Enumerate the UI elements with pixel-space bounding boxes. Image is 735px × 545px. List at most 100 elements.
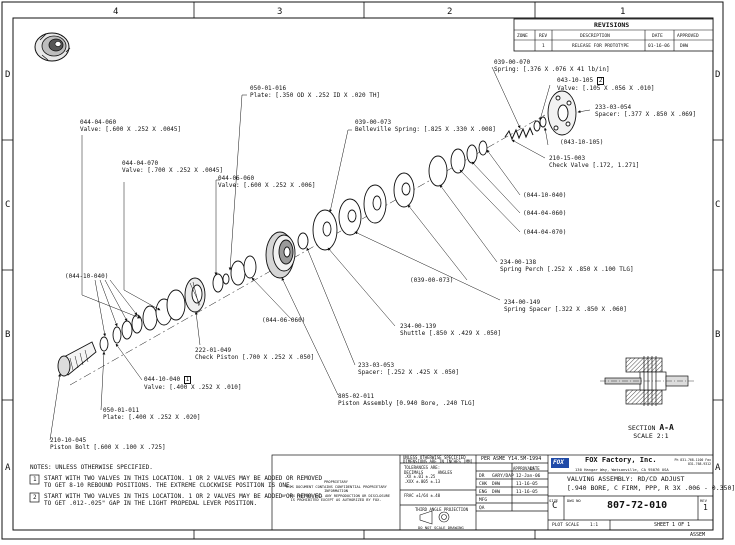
tb-title-line2: [.940 BORE, C FIRM, PPP, R 3X .006 - 0.3… bbox=[567, 484, 735, 492]
qty-box: 1 bbox=[183, 376, 192, 384]
note-line: TO GET .012-.025" GAP IN THE LIGHT PROPE… bbox=[44, 500, 258, 507]
callout-043-10-105-ref: (043-10-105) bbox=[560, 139, 603, 146]
zone-row-label: A bbox=[5, 463, 11, 473]
part-description: Spring Spacer [.322 X .850 X .060] bbox=[504, 306, 627, 313]
tb-rev: 1 bbox=[703, 503, 708, 512]
callout-044-04-070: 044-04-070 Valve: [.700 X .252 X .0045] bbox=[122, 160, 223, 174]
part-description: Spring: [.376 X .076 X 41 lb/in] bbox=[494, 66, 610, 73]
zone-row-label: B bbox=[715, 330, 720, 340]
rev-col-header: DESCRIPTION bbox=[580, 33, 610, 39]
callout-044-06-060: 044-06-060 Valve: [.600 X .252 X .006] bbox=[218, 175, 316, 189]
tb-title: VALVING ASSEMBLY: RD/CD ADJUST [.940 BOR… bbox=[567, 475, 735, 493]
note-line: TO GET 8-10 REBOUND POSITIONS. THE EXTRE… bbox=[44, 482, 294, 489]
tb-approvals-date-header: DATE bbox=[530, 466, 540, 471]
valve-part bbox=[533, 120, 541, 132]
notes-block bbox=[29, 474, 40, 503]
revisions-table: REVISIONS ZONE REV DESCRIPTION DATE APPR… bbox=[513, 18, 714, 52]
rev-row-description: RELEASE FOR PROTOTYPE bbox=[572, 43, 629, 49]
belleville-spring-bore bbox=[372, 195, 382, 211]
part-description: Shuttle [.850 X .429 X .050] bbox=[400, 330, 502, 337]
callout-044-04-070-ref: (044-04-070) bbox=[523, 229, 566, 236]
part-number: 233-03-053 bbox=[358, 362, 395, 369]
tb-spec-line: DIMENSIONS ARE IN INCHES [MM] bbox=[403, 459, 473, 464]
part-number: 050-01-016 bbox=[250, 85, 287, 92]
part-number: (039-00-073) bbox=[410, 277, 454, 284]
valve-part bbox=[539, 116, 547, 128]
tb-tolerances: TOLERANCES ARE: DECIMALS ANGLES .XX ±.01… bbox=[404, 465, 453, 484]
part-number: 234-00-139 bbox=[400, 323, 437, 330]
tb-approval-date: 12-Jan-06 bbox=[516, 474, 541, 479]
callout-044-04-060: 044-04-060 Valve: [.600 X .252 X .0045] bbox=[80, 119, 181, 133]
tb-tol-row-frac: FRAC ±1/64 ±.40 bbox=[404, 493, 441, 498]
part-number: (043-10-105) bbox=[560, 139, 604, 146]
part-description: Plate: [.400 X .252 X .020] bbox=[103, 414, 201, 421]
part-description: Check Valve [.172, 1.271] bbox=[549, 162, 640, 169]
zone-col-label: 2 bbox=[447, 7, 452, 17]
spring-part bbox=[504, 126, 534, 141]
spacer-part bbox=[222, 273, 230, 285]
callout-233-03-053: 233-03-053 Spacer: [.252 X .425 X .050] bbox=[358, 362, 459, 376]
tb-tol-row: .XXX ±.005 ±.13 bbox=[404, 478, 441, 484]
tb-do-not-scale: DO NOT SCALE DRAWING bbox=[418, 525, 464, 530]
section-scale: SCALE 2:1 bbox=[633, 432, 669, 440]
zone-row-label: C bbox=[715, 200, 720, 210]
callout-233-03-054: 233-03-054 Spacer: [.377 X .850 X .069] bbox=[595, 104, 696, 118]
part-description: Piston Bolt [.600 X .100 X .725] bbox=[50, 444, 166, 451]
part-description: Valve: [.600 X .252 X .006] bbox=[218, 182, 316, 189]
rev-col-header: REV bbox=[539, 33, 547, 39]
callout-050-01-011: 050-01-011 Plate: [.400 X .252 X .020] bbox=[103, 407, 201, 421]
callout-234-00-138: 234-00-138 Spring Perch [.252 X .850 X .… bbox=[500, 259, 634, 273]
note-line: START WITH TWO VALVES IN THIS LOCATION. … bbox=[44, 475, 323, 482]
tb-size: C bbox=[552, 501, 558, 511]
tb-proprietary-line: PROPRIETARY bbox=[324, 480, 348, 484]
rev-row-rev: 1 bbox=[542, 43, 545, 49]
callout-044-06-060-ref: (044-06-060) bbox=[262, 317, 305, 324]
part-number: 044-10-040 bbox=[144, 376, 181, 383]
part-number: 234-00-149 bbox=[504, 299, 541, 306]
zone-ticks bbox=[2, 2, 723, 539]
tb-tol-row: .XX ±.01 ±.25 bbox=[404, 474, 436, 479]
leader-lines bbox=[49, 66, 591, 441]
tb-proprietary: PROPRIETARY THIS DOCUMENT CONTAINS CONFI… bbox=[276, 480, 396, 503]
part-description: Valve: [.700 X .252 X .0045] bbox=[122, 167, 224, 174]
tb-proprietary-line: IS PROHIBITED EXCEPT AS AUTHORIZED BY FO… bbox=[290, 498, 382, 502]
tb-sheet: SHEET 1 OF 1 bbox=[654, 522, 691, 528]
revisions-title: REVISIONS bbox=[594, 21, 629, 29]
qty-box: 2 bbox=[596, 77, 605, 85]
part-number: 210-10-045 bbox=[50, 437, 87, 444]
note-item: START WITH TWO VALVES IN THIS LOCATION. … bbox=[44, 475, 322, 489]
callout-043-10-105: 043-10-105 2 Valve: [.105 X .056 X .010] bbox=[557, 77, 655, 92]
rev-col-header: ZONE bbox=[517, 33, 528, 39]
zone-row-label: D bbox=[5, 70, 10, 80]
zone-col-label: 4 bbox=[113, 7, 118, 17]
tb-dwg-no: 807-72-010 bbox=[607, 500, 668, 511]
part-number: 044-06-060 bbox=[218, 175, 255, 182]
zone-col-label: 1 bbox=[620, 7, 625, 17]
part-number: 234-00-138 bbox=[500, 259, 537, 266]
part-number: 222-01-049 bbox=[195, 347, 232, 354]
tb-approvals-names: GARY/DAP DHW DHW bbox=[492, 473, 514, 497]
tb-approval-name: DHW bbox=[492, 490, 501, 495]
tb-approval-role: ENG bbox=[479, 490, 488, 495]
section-view bbox=[600, 356, 695, 406]
callout-044-10-040-left-ref: (044-10-040) bbox=[65, 273, 108, 280]
tb-proprietary-line: THIS DOCUMENT CONTAINS CONFIDENTIAL PROP… bbox=[285, 484, 387, 494]
callout-234-00-149: 234-00-149 Spring Spacer [.322 X .850 X … bbox=[504, 299, 627, 313]
part-description: Plate: [.350 OD X .252 ID X .020 TH] bbox=[250, 92, 381, 99]
washer-part bbox=[99, 336, 109, 352]
part-description: Spacer: [.377 X .850 X .069] bbox=[595, 111, 697, 118]
section-title: SECTION bbox=[628, 424, 656, 432]
zone-labels: 4 3 2 1 D C B A D C B A bbox=[5, 7, 721, 473]
tb-decimals: DECIMALS bbox=[404, 469, 424, 475]
spacer-part bbox=[297, 232, 309, 250]
tb-angles: ANGLES bbox=[437, 469, 453, 475]
callout-044-04-060-ref: (044-04-060) bbox=[523, 210, 566, 217]
tb-phone: Ph 831-768-1100 Fax 831-768-9312 bbox=[674, 458, 711, 466]
part-number: 039-00-073 bbox=[355, 119, 392, 126]
third-angle-symbol bbox=[419, 510, 450, 525]
spring-spacer-bore bbox=[347, 209, 357, 223]
title-block-frame bbox=[271, 454, 714, 531]
zone-row-label: B bbox=[5, 330, 10, 340]
tb-size-label: SIZE bbox=[549, 498, 559, 503]
